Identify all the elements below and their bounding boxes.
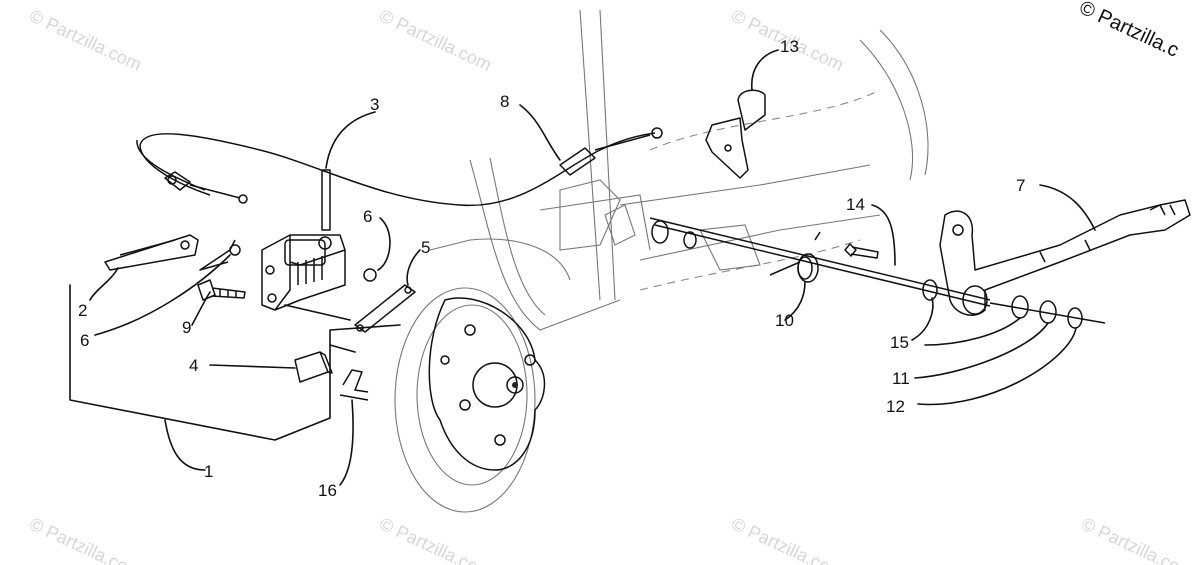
- watermark: © Partzilla.com: [728, 513, 846, 565]
- callout-12: 12: [886, 397, 905, 416]
- return-spring: [769, 231, 821, 283]
- assembly-bracket-lines: [69, 284, 401, 441]
- pivot-bolt: [844, 243, 879, 259]
- brake-rod: [649, 217, 1106, 324]
- watermark: © Partzilla.com: [1078, 513, 1196, 565]
- leader-lines: [89, 49, 1096, 486]
- brake-disc: [394, 287, 546, 513]
- callout-4: 4: [189, 356, 198, 375]
- brake-pedal: [939, 199, 1191, 316]
- brake-caliper: [199, 169, 377, 311]
- callout-14: 14: [846, 195, 865, 214]
- caliper-bracket: [104, 234, 199, 271]
- watermark: © Partzilla.com: [26, 5, 144, 74]
- washers: [922, 279, 1083, 329]
- watermark: © Partzilla.com: [26, 513, 144, 565]
- watermarks: © Partzilla.com © Partzilla.com © Partzi…: [26, 5, 1196, 565]
- frame-outline: [429, 9, 929, 331]
- callout-1: 1: [204, 462, 213, 481]
- callout-5: 5: [421, 238, 430, 257]
- callout-3: 3: [370, 95, 379, 114]
- callout-labels: 1 2 3 4 5 6 6 7 8 9 10 11 12 13 14 15 16: [78, 37, 1025, 500]
- master-cylinder-bracket: [705, 89, 766, 179]
- watermark: © Partzilla.com: [376, 5, 494, 74]
- callout-8: 8: [500, 92, 509, 111]
- callout-2: 2: [78, 301, 87, 320]
- brake-cable: [136, 127, 663, 207]
- callout-16: 16: [318, 481, 337, 500]
- callout-7: 7: [1016, 176, 1025, 195]
- callout-10: 10: [775, 311, 794, 330]
- callout-6-lower: 6: [80, 331, 89, 350]
- pad-clip: [339, 369, 369, 401]
- brake-pad: [294, 351, 333, 383]
- callout-6-upper: 6: [363, 207, 372, 226]
- watermark: © Partzilla.com: [376, 513, 494, 565]
- callout-13: 13: [780, 37, 799, 56]
- caliper-lever: [354, 284, 416, 333]
- caliper-bolt: [197, 279, 246, 301]
- copyright-notice: © Partzilla.c: [1076, 0, 1182, 62]
- callout-11: 11: [892, 369, 910, 388]
- callout-15: 15: [890, 333, 909, 352]
- callout-9: 9: [182, 318, 191, 337]
